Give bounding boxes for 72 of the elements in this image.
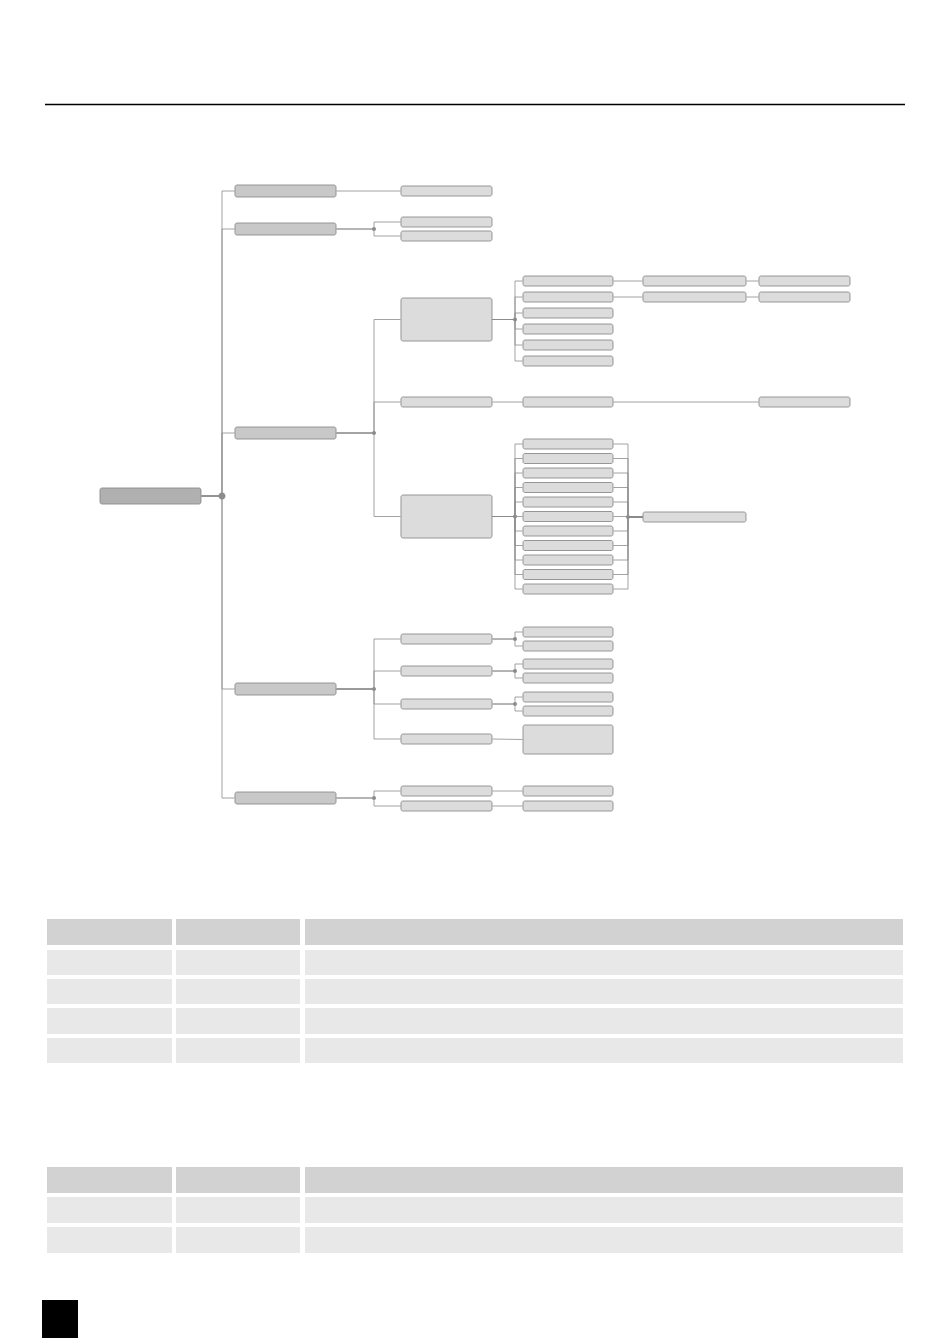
menu-box — [522, 640, 614, 652]
connector-line — [492, 319, 523, 362]
menu-box — [522, 291, 614, 303]
connector-line — [492, 638, 523, 647]
menu-box — [522, 705, 614, 717]
connector-line — [336, 432, 401, 517]
menu-box — [522, 511, 614, 522]
connector-line — [613, 280, 643, 282]
connector-line — [492, 805, 523, 807]
menu-box — [522, 323, 614, 335]
menu-box — [400, 733, 493, 745]
menu-box — [400, 698, 493, 710]
menu-box — [234, 426, 337, 440]
menu-box — [234, 682, 337, 696]
menu-box — [400, 494, 493, 539]
menu-box — [642, 511, 747, 523]
menu-box — [522, 467, 614, 479]
menu-box — [400, 185, 493, 197]
menu-box — [642, 275, 747, 287]
connector-line — [613, 401, 759, 403]
menu-box — [522, 672, 614, 684]
menu-box — [522, 339, 614, 351]
menu-box — [522, 453, 614, 464]
connector-line — [613, 516, 643, 590]
connector-line — [492, 703, 523, 712]
menu-box — [642, 291, 747, 303]
menu-box — [99, 487, 202, 505]
menu-box — [522, 800, 614, 812]
menu-box — [522, 525, 614, 537]
menu-box — [522, 438, 614, 450]
menu-box — [400, 396, 493, 408]
connector-line — [746, 280, 759, 282]
connector-line — [336, 190, 401, 192]
connector-line — [492, 401, 523, 403]
connector-line — [613, 296, 643, 298]
menu-box — [522, 496, 614, 508]
connector-line — [336, 228, 401, 237]
menu-box — [758, 275, 851, 287]
menu-box — [758, 396, 851, 408]
menu-box — [400, 785, 493, 797]
menu-box — [234, 791, 337, 805]
connector-line — [492, 670, 523, 679]
menu-box — [522, 307, 614, 319]
menu-box — [400, 633, 493, 645]
menu-box — [522, 554, 614, 566]
connector-line — [336, 797, 401, 807]
menu-box — [522, 583, 614, 595]
menu-box — [400, 800, 493, 812]
connector-line — [492, 738, 523, 740]
connector-line — [201, 495, 235, 799]
menu-box — [234, 222, 337, 236]
menu-box — [522, 355, 614, 367]
menu-box — [400, 230, 493, 242]
connector-line — [492, 516, 523, 590]
menu-box — [522, 540, 614, 551]
menu-box — [522, 785, 614, 797]
menu-box — [522, 691, 614, 703]
menu-box — [400, 216, 493, 228]
connector-line — [746, 296, 759, 298]
menu-box — [522, 396, 614, 408]
menu-box — [522, 275, 614, 287]
menu-box — [234, 184, 337, 198]
menu-box — [522, 569, 614, 580]
menu-box — [522, 626, 614, 638]
menu-box — [758, 291, 851, 303]
connector-line — [336, 688, 401, 740]
menu-box — [522, 724, 614, 755]
menu-box — [522, 658, 614, 670]
menu-box — [400, 665, 493, 677]
connector-line — [492, 790, 523, 792]
menu-box — [522, 482, 614, 493]
menu-box — [400, 297, 493, 342]
